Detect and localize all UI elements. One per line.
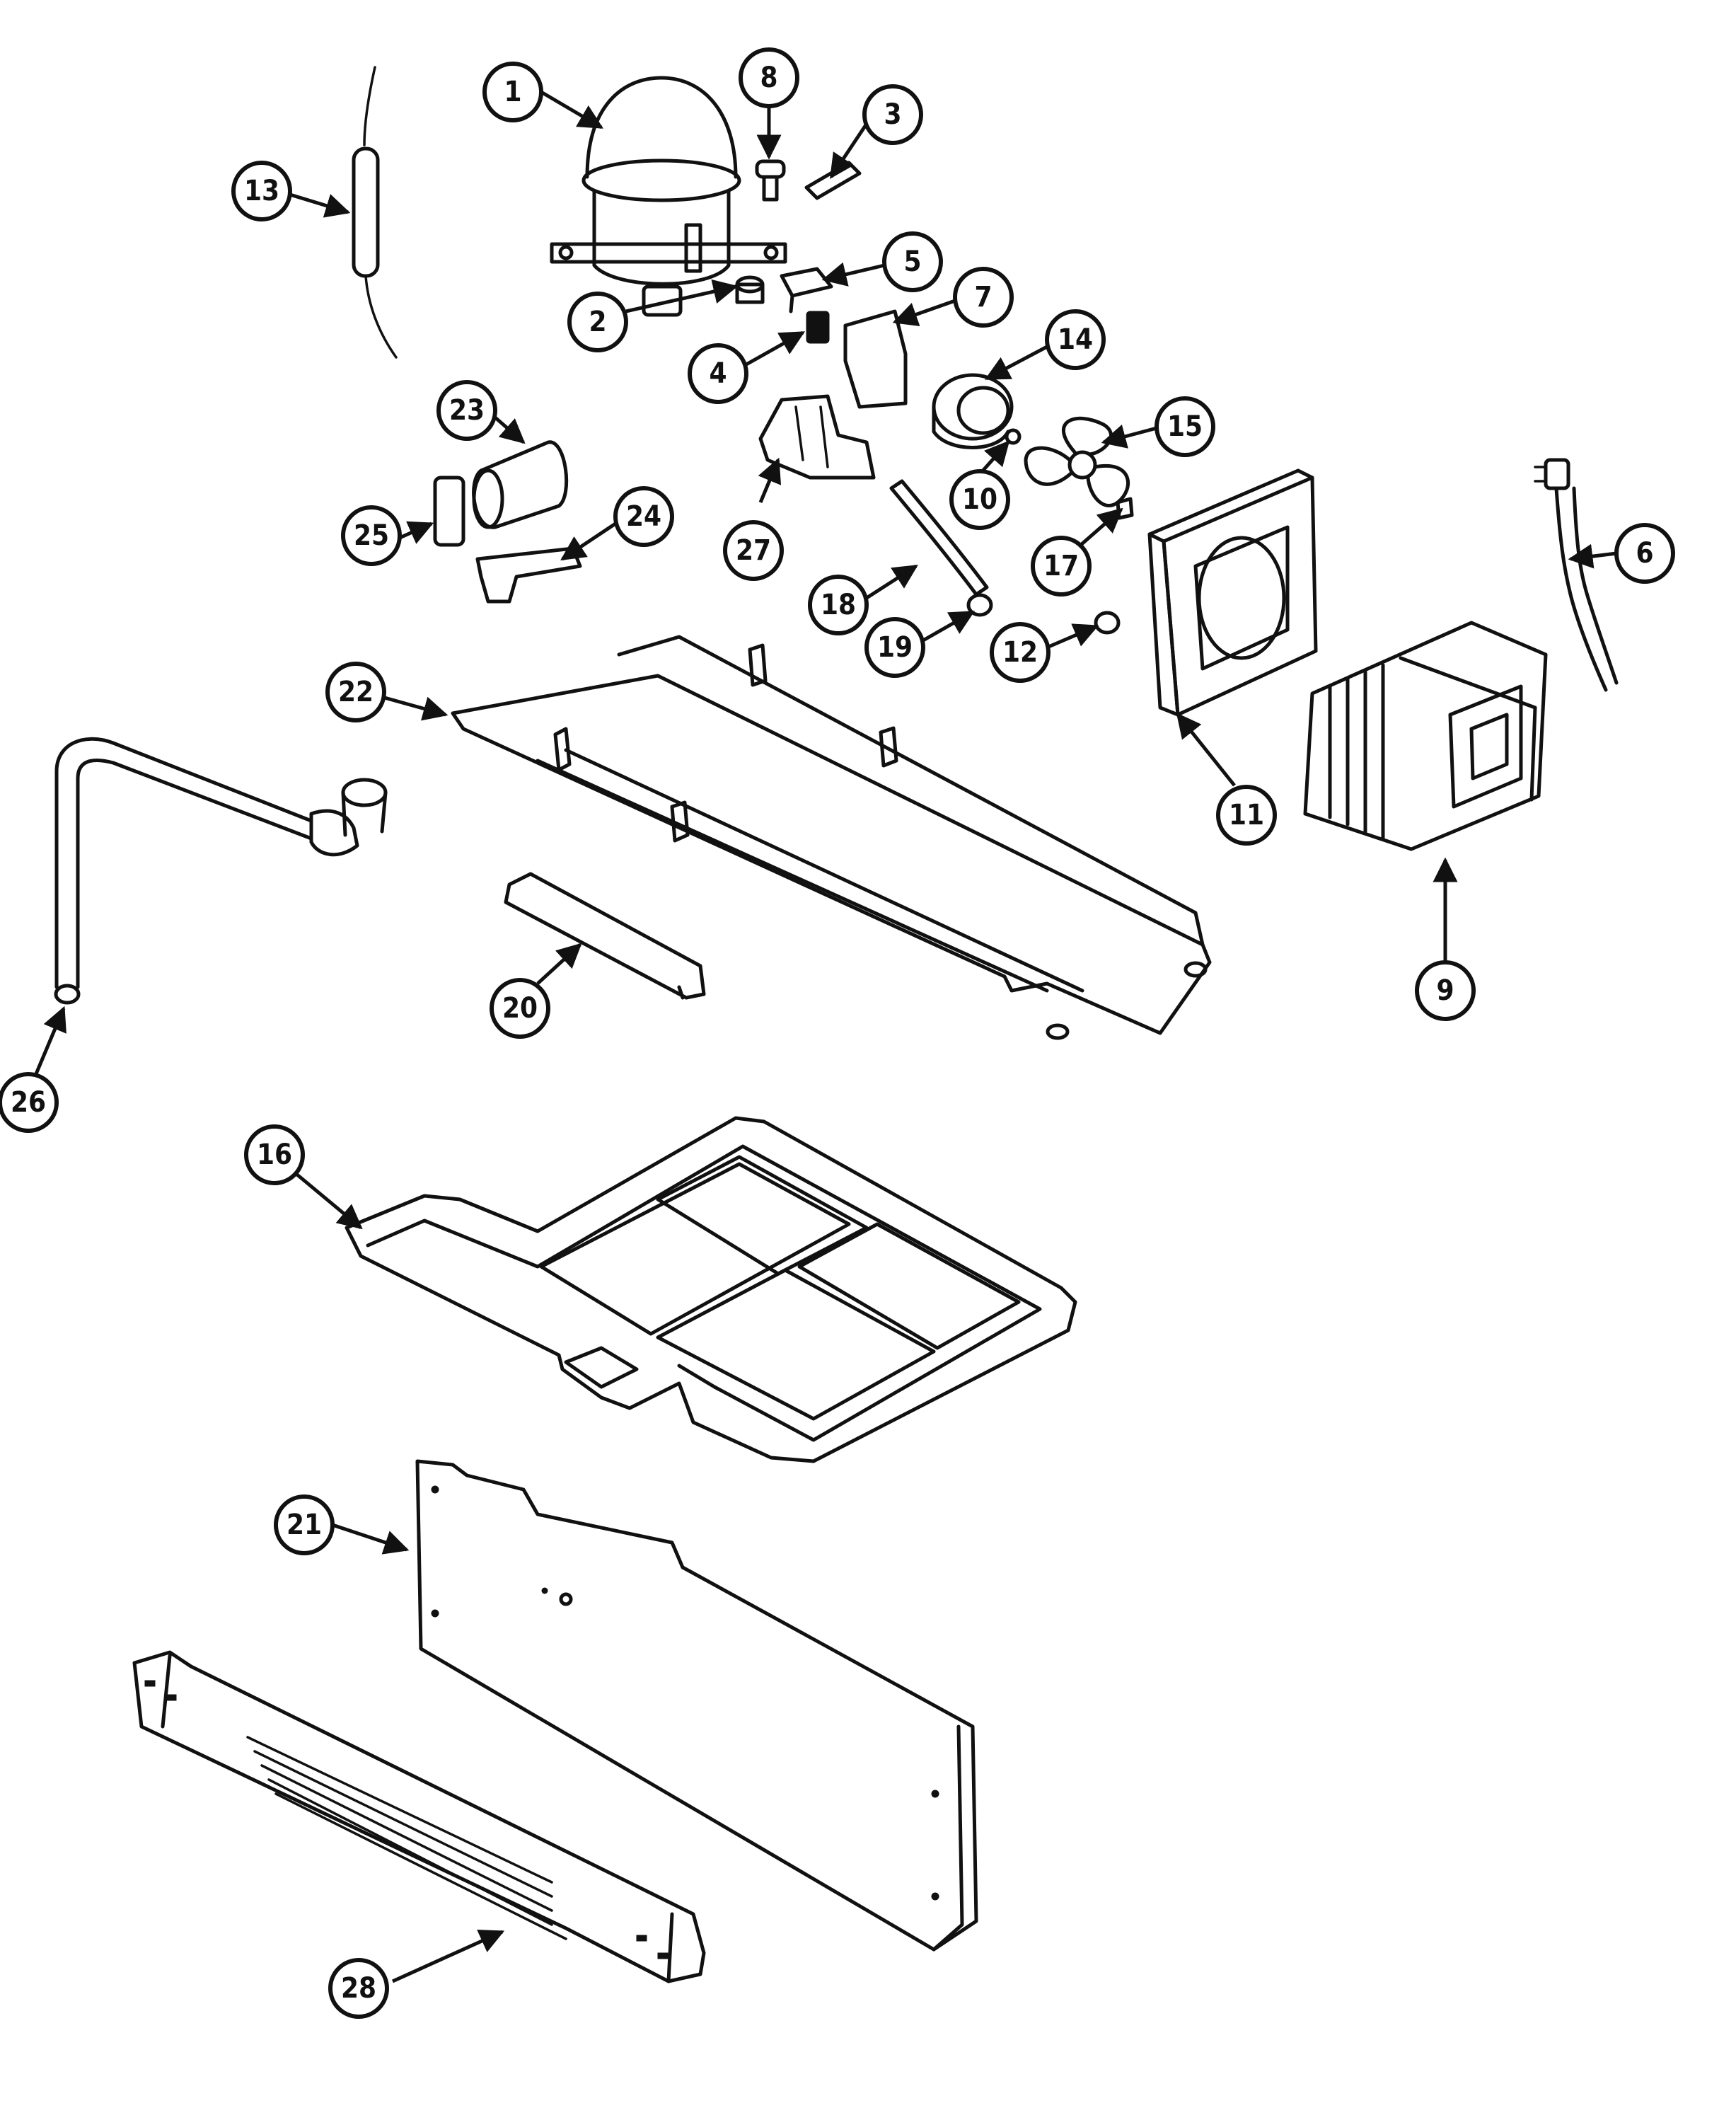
svg-text:21: 21 bbox=[287, 1509, 322, 1541]
callout-12[interactable]: 12 bbox=[990, 622, 1051, 683]
clip-part bbox=[804, 161, 862, 200]
drain-pan-part bbox=[345, 1116, 1077, 1463]
toe-grille-part bbox=[132, 1650, 706, 1983]
svg-text:6: 6 bbox=[1636, 537, 1653, 570]
callout-16[interactable]: 16 bbox=[244, 1124, 305, 1185]
grommet-12-part bbox=[1094, 611, 1121, 635]
filter-drier-part bbox=[352, 66, 398, 359]
callout-7[interactable]: 7 bbox=[953, 267, 1014, 328]
callout-9[interactable]: 9 bbox=[1415, 960, 1476, 1021]
svg-text:20: 20 bbox=[502, 992, 538, 1025]
svg-text:1: 1 bbox=[504, 76, 521, 108]
svg-text:7: 7 bbox=[974, 281, 992, 313]
svg-text:14: 14 bbox=[1058, 323, 1093, 356]
compressor-part bbox=[550, 76, 787, 317]
callout-8[interactable]: 8 bbox=[739, 47, 799, 108]
fan-shroud-part bbox=[1147, 468, 1318, 717]
svg-text:13: 13 bbox=[244, 175, 279, 207]
svg-text:5: 5 bbox=[903, 246, 921, 278]
bracket-part bbox=[780, 267, 833, 313]
svg-text:4: 4 bbox=[709, 357, 727, 390]
callout-13[interactable]: 13 bbox=[231, 161, 292, 221]
svg-text:10: 10 bbox=[962, 483, 997, 516]
svg-text:18: 18 bbox=[821, 589, 856, 621]
fan-blade-part bbox=[1024, 416, 1130, 507]
svg-text:16: 16 bbox=[257, 1139, 292, 1171]
svg-text:3: 3 bbox=[884, 98, 901, 131]
grommet-part bbox=[755, 159, 786, 202]
callout-18[interactable]: 18 bbox=[808, 575, 869, 635]
svg-text:9: 9 bbox=[1436, 974, 1454, 1007]
svg-text:12: 12 bbox=[1002, 636, 1038, 669]
callout-26[interactable]: 26 bbox=[0, 1072, 59, 1133]
mounting-bracket-part bbox=[758, 394, 876, 480]
callout-4[interactable]: 4 bbox=[688, 343, 748, 404]
fan-motor-part bbox=[932, 373, 1014, 449]
callout-25[interactable]: 25 bbox=[341, 505, 402, 566]
callout-5[interactable]: 5 bbox=[882, 231, 943, 292]
svg-text:2: 2 bbox=[589, 306, 606, 338]
svg-text:28: 28 bbox=[341, 1972, 376, 2005]
svg-text:22: 22 bbox=[338, 676, 374, 708]
leader-lines bbox=[33, 90, 1617, 1983]
svg-text:8: 8 bbox=[760, 62, 777, 94]
callout-23[interactable]: 23 bbox=[436, 380, 497, 441]
strap-part bbox=[889, 479, 989, 597]
capacitor-bracket-part bbox=[433, 476, 465, 547]
callout-11[interactable]: 11 bbox=[1216, 785, 1277, 846]
callout-17[interactable]: 17 bbox=[1031, 536, 1092, 597]
callout-19[interactable]: 19 bbox=[864, 617, 925, 678]
callout-20[interactable]: 20 bbox=[490, 978, 550, 1039]
callout-6[interactable]: 6 bbox=[1614, 523, 1675, 584]
base-rail-part bbox=[451, 635, 1212, 1040]
access-panel-part bbox=[415, 1459, 978, 1952]
callout-28[interactable]: 28 bbox=[328, 1958, 389, 2019]
svg-text:27: 27 bbox=[736, 534, 771, 567]
callout-22[interactable]: 22 bbox=[325, 662, 386, 722]
svg-text:17: 17 bbox=[1043, 550, 1079, 582]
callout-15[interactable]: 15 bbox=[1155, 396, 1215, 457]
svg-text:23: 23 bbox=[449, 394, 485, 427]
capacitor-part bbox=[472, 440, 569, 529]
callout-24[interactable]: 24 bbox=[613, 486, 674, 547]
callout-27[interactable]: 27 bbox=[723, 520, 784, 581]
overload-part bbox=[806, 311, 830, 344]
svg-text:19: 19 bbox=[877, 631, 913, 664]
svg-text:15: 15 bbox=[1167, 410, 1203, 443]
callout-2[interactable]: 2 bbox=[567, 292, 628, 352]
callout-3[interactable]: 3 bbox=[862, 84, 923, 145]
callout-1[interactable]: 1 bbox=[482, 62, 543, 122]
condenser-part bbox=[1303, 621, 1548, 851]
power-cord-part bbox=[1534, 458, 1619, 692]
callout-21[interactable]: 21 bbox=[274, 1494, 335, 1555]
callout-10[interactable]: 10 bbox=[949, 469, 1010, 530]
grommet-small-part bbox=[966, 593, 993, 617]
svg-text:11: 11 bbox=[1229, 799, 1264, 831]
svg-text:26: 26 bbox=[11, 1086, 46, 1119]
relay-cover-part bbox=[843, 309, 908, 409]
nut-part bbox=[1005, 428, 1022, 445]
bushing-part bbox=[735, 275, 765, 304]
drain-tube-part bbox=[54, 737, 388, 1005]
callout-14[interactable]: 14 bbox=[1045, 309, 1106, 370]
svg-text:24: 24 bbox=[626, 500, 661, 533]
channel-part bbox=[504, 872, 706, 1000]
svg-text:25: 25 bbox=[354, 519, 389, 552]
